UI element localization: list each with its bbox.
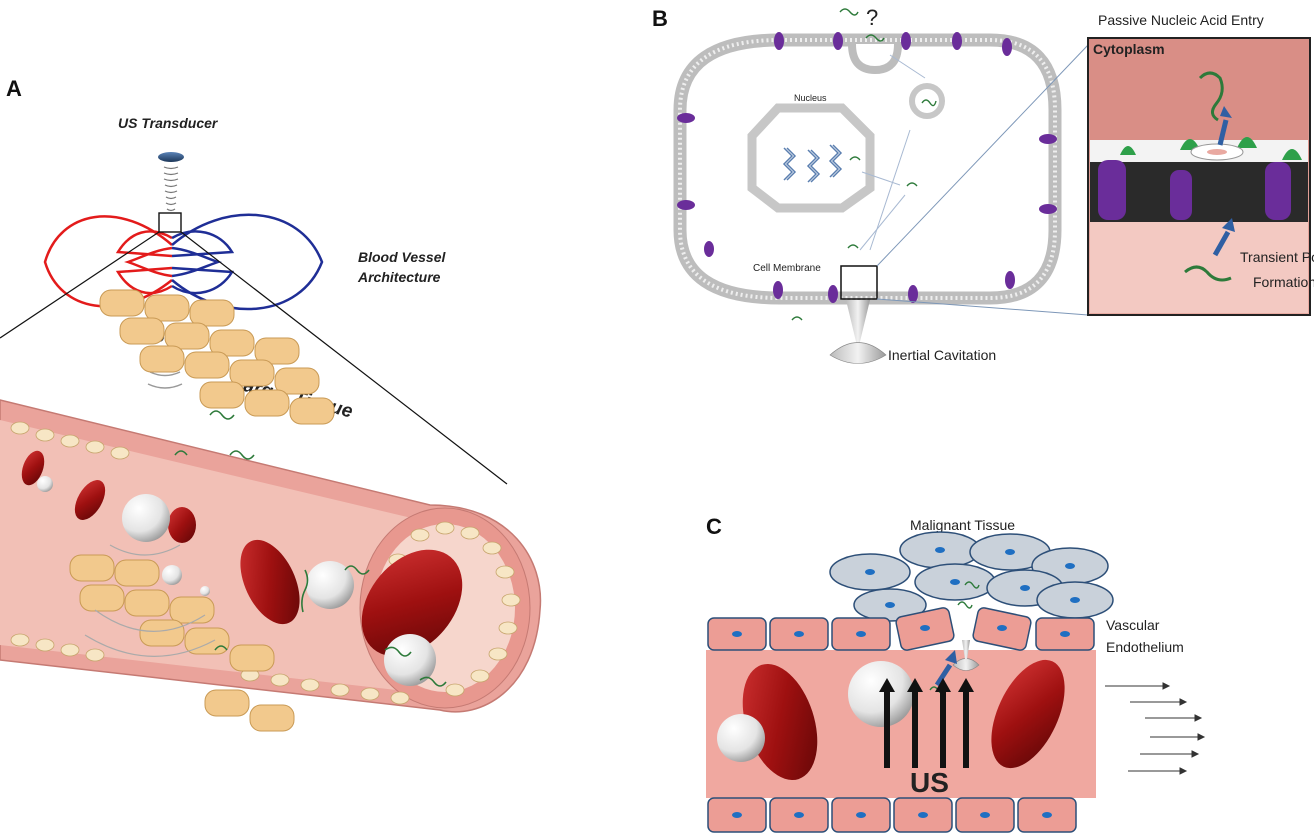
entry-arrow — [1217, 119, 1229, 146]
nucleic-acid-inset-icon — [1198, 71, 1224, 122]
panel-b-letter: B — [652, 6, 668, 31]
us-transducer-icon — [158, 152, 184, 162]
endosome-vesicle — [909, 83, 945, 119]
panel-b: B ? Nucleus Cell Me — [652, 5, 1314, 364]
us-arrows — [879, 678, 974, 768]
endothelium-label-line-2: Endothelium — [1106, 639, 1184, 655]
flow-arrows — [1105, 682, 1206, 775]
pore-zoom-box — [840, 265, 878, 300]
endothelium-label-line-1: Vascular — [1106, 617, 1160, 633]
nucleic-acid-icons — [791, 8, 937, 321]
passive-entry-label: Passive Nucleic Acid Entry — [1098, 12, 1264, 28]
extravasation-arrow — [934, 663, 953, 687]
microbubbles — [717, 661, 914, 762]
cell-membrane-label: Cell Membrane — [753, 263, 821, 274]
pore-arrow — [1212, 230, 1231, 257]
membrane-protein-icons — [677, 32, 1057, 303]
blood-vessel-network — [43, 213, 324, 311]
dna-icons — [782, 144, 843, 183]
panel-c-letter: C — [706, 514, 722, 539]
us-label-c: US — [910, 767, 949, 798]
nucleus — [747, 103, 875, 213]
pore-label-line-2: Formation — [1253, 274, 1314, 290]
malignant-tissue-label: Malignant Tissue — [910, 517, 1015, 533]
zoom-line-top — [876, 44, 1089, 267]
zoom-line-left — [0, 231, 160, 339]
nucleus-label: Nucleus — [794, 93, 827, 103]
cavitation-cone-icon — [846, 300, 870, 350]
panel-a: A US Transducer Blood Vess — [0, 76, 542, 732]
endothelium-bottom — [707, 797, 1077, 833]
zoom-line-right — [180, 231, 508, 485]
zoom-line-bottom — [876, 298, 1089, 316]
transducer-wave-icon — [163, 166, 179, 212]
tumor-cells — [829, 531, 1114, 622]
panel-a-letter: A — [6, 76, 22, 101]
question-mark: ? — [866, 5, 878, 30]
transport-arrows — [859, 54, 926, 251]
vessel-tube — [0, 289, 542, 732]
vessel-label-line-1: Blood Vessel — [358, 249, 447, 265]
panel-c: C Malignant Tissue — [706, 514, 1206, 833]
pore-label-line-1: Transient Pore — [1240, 249, 1314, 265]
us-transducer-label: US Transducer — [118, 115, 219, 131]
zoom-box — [158, 212, 182, 233]
inertial-cavitation-label: Inertial Cavitation — [888, 347, 996, 363]
vessel-label-line-2: Architecture — [357, 269, 441, 285]
cytoplasm-label: Cytoplasm — [1093, 41, 1165, 57]
endocytosis-pit — [848, 43, 902, 75]
red-blood-cells — [742, 659, 1065, 781]
